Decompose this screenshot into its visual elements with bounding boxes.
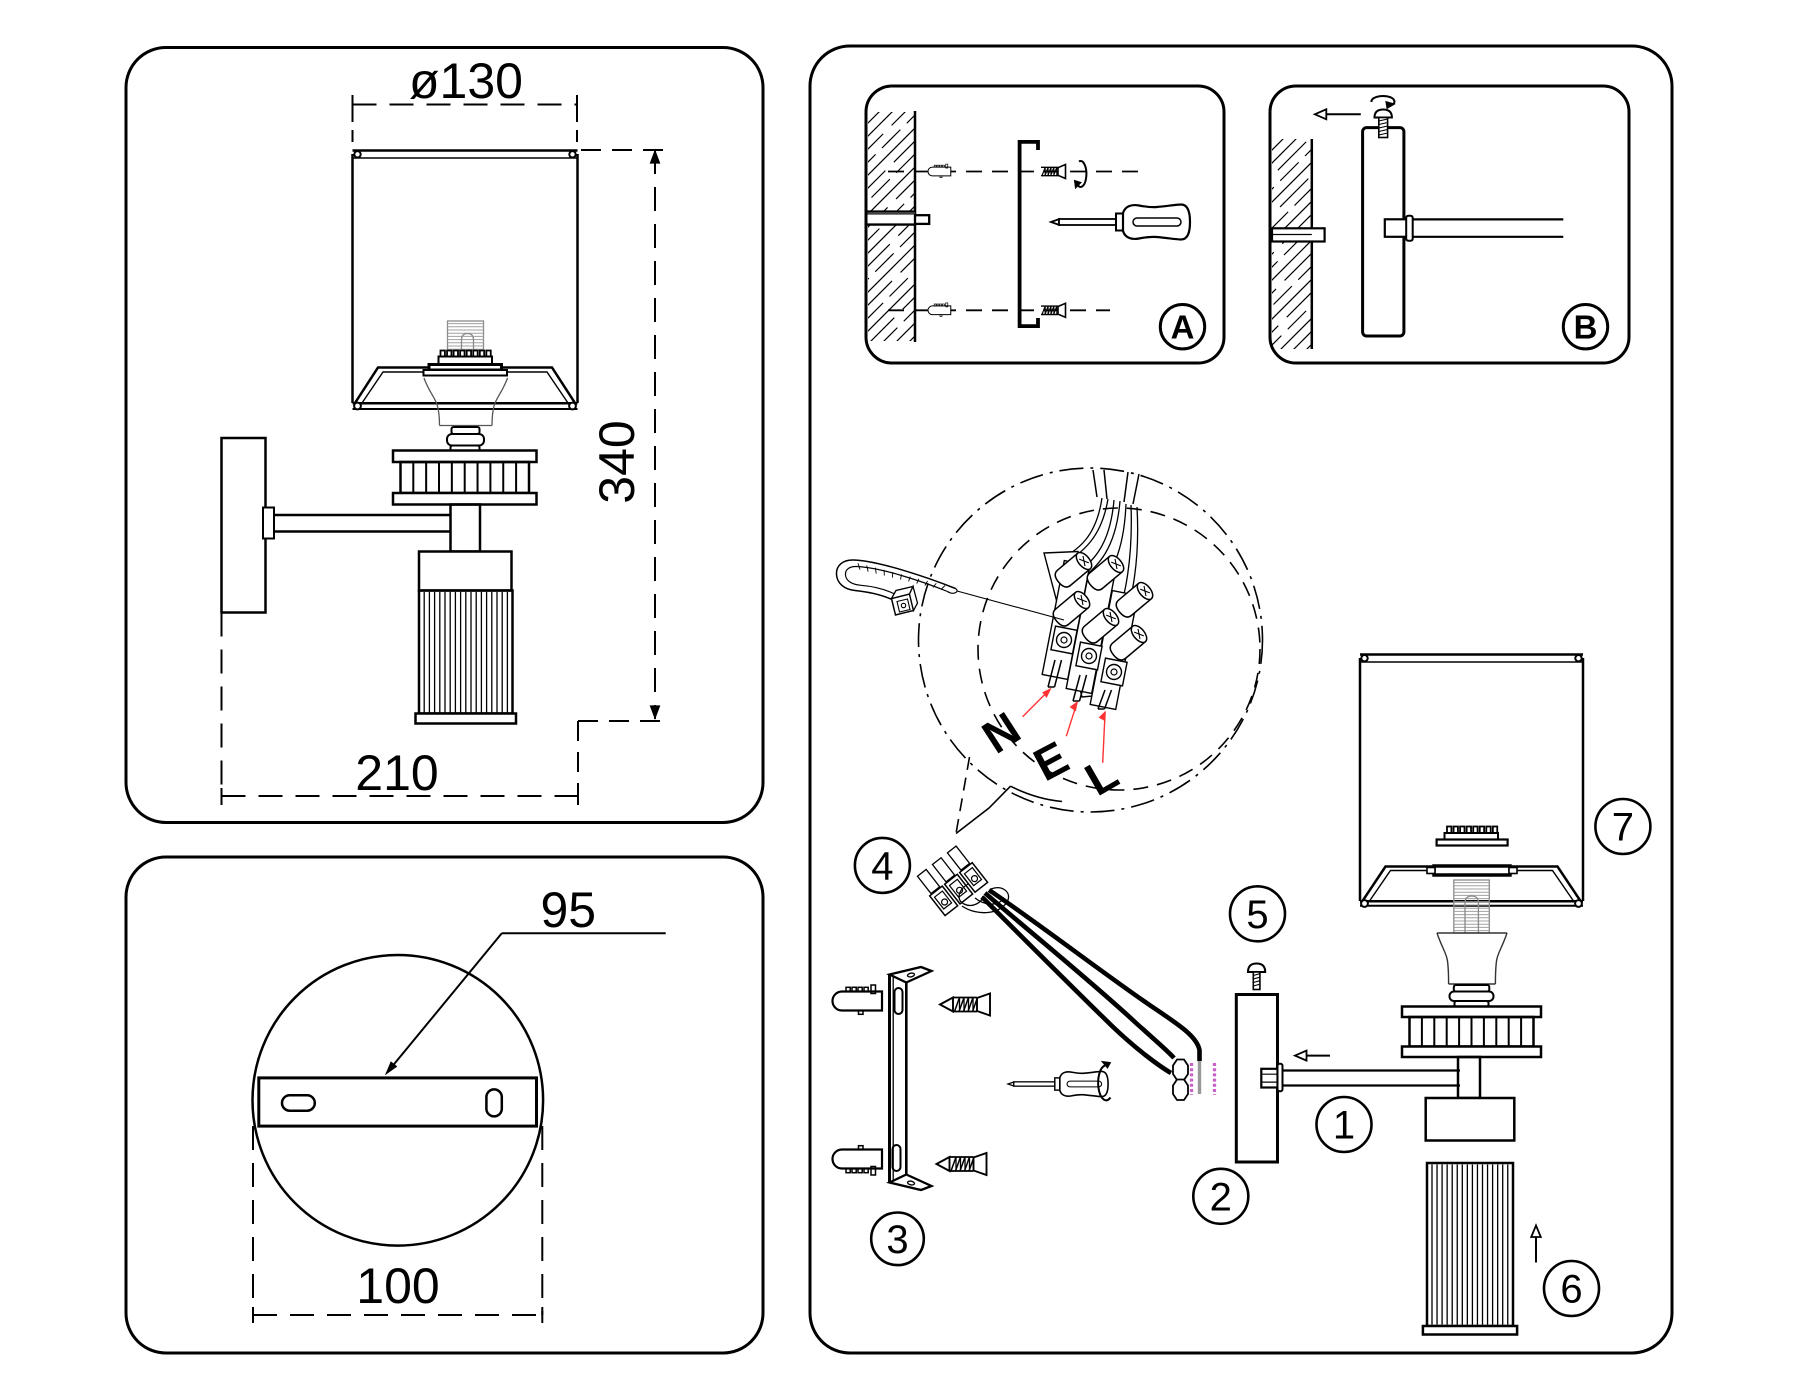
svg-text:5: 5 [1246, 893, 1268, 937]
svg-text:210: 210 [355, 745, 438, 801]
svg-text:L: L [1076, 747, 1126, 806]
svg-text:2: 2 [1210, 1176, 1232, 1220]
svg-text:4: 4 [871, 845, 893, 889]
svg-text:ø130: ø130 [409, 53, 523, 109]
svg-text:3: 3 [886, 1218, 908, 1262]
svg-text:6: 6 [1560, 1268, 1582, 1312]
svg-text:100: 100 [356, 1258, 439, 1314]
svg-text:1: 1 [1333, 1104, 1355, 1148]
svg-text:340: 340 [589, 420, 645, 503]
svg-text:N: N [973, 702, 1029, 764]
svg-text:E: E [1025, 731, 1077, 791]
svg-text:A: A [1171, 308, 1195, 345]
svg-text:7: 7 [1612, 806, 1634, 850]
svg-text:B: B [1574, 308, 1598, 345]
svg-text:95: 95 [540, 882, 596, 938]
